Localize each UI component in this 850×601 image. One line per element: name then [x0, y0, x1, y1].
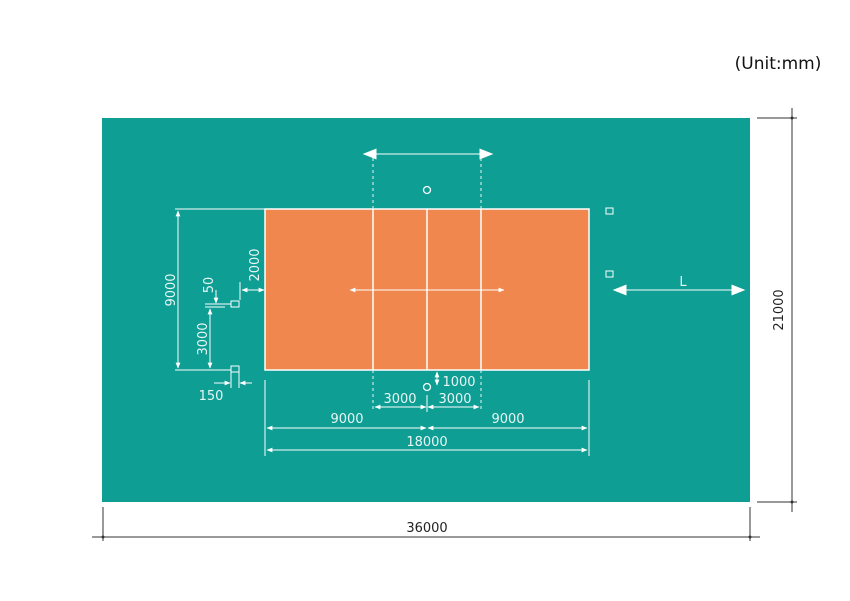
dimension-tick — [790, 500, 794, 504]
antenna-gap-label: 2000 — [248, 248, 263, 281]
free-zone-label: L — [679, 275, 687, 290]
attack-zone-right-label: 3000 — [438, 392, 471, 407]
dimension-tick — [790, 116, 794, 120]
total-length-label: 36000 — [406, 521, 447, 536]
unit-label: (Unit:mm) — [735, 54, 822, 74]
net-post-bottom — [422, 382, 432, 392]
marker-spacing-label: 3000 — [196, 322, 211, 355]
attack-zone-left-label: 3000 — [383, 392, 416, 407]
net-post-top — [422, 185, 432, 195]
marker-left-bottom — [230, 365, 240, 373]
post-offset-label: 1000 — [442, 375, 475, 390]
dimension-tick — [748, 535, 752, 539]
dimension-tick — [101, 535, 105, 539]
half-court-left-label: 9000 — [330, 412, 363, 427]
half-court-right-label: 9000 — [491, 412, 524, 427]
marker-width-label: 50 — [202, 277, 217, 294]
marker-right-top — [605, 207, 614, 215]
court-length-label: 18000 — [406, 435, 447, 450]
marker-right-middle — [605, 270, 614, 278]
court-width-label: 9000 — [164, 273, 179, 306]
total-width-label: 21000 — [772, 289, 787, 330]
marker-size-label: 150 — [199, 389, 224, 404]
